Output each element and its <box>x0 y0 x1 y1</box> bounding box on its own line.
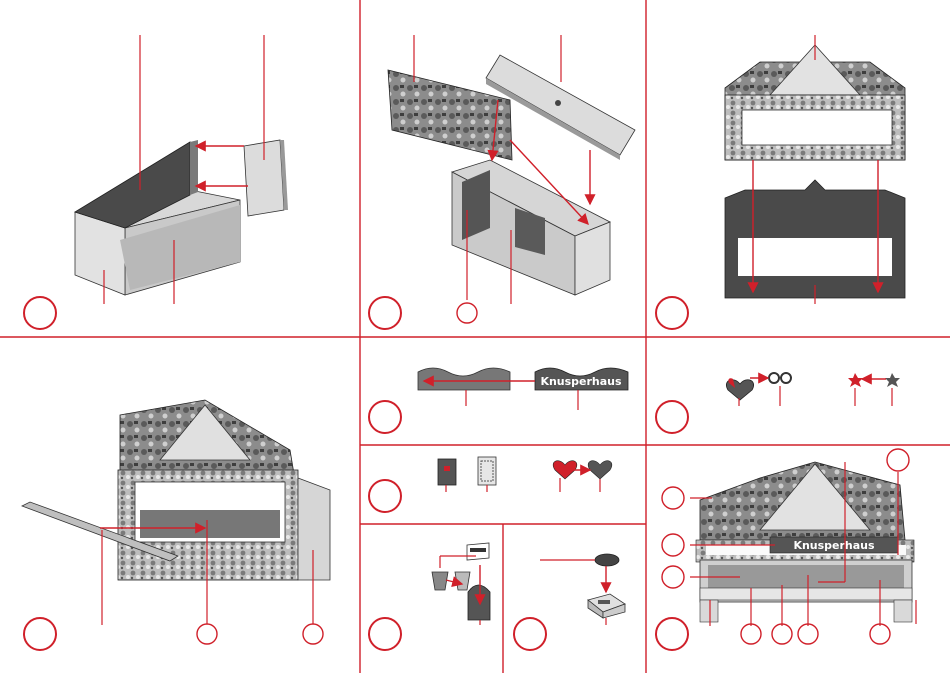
step-8-number-circle <box>369 618 401 650</box>
step-2-number-circle <box>369 297 401 329</box>
step-9-number-circle <box>514 618 546 650</box>
step-2-panel <box>369 35 635 329</box>
step-5-panel: Knusperhaus <box>369 368 628 433</box>
step-5-number-circle <box>369 401 401 433</box>
knusperhaus-sign-text: Knusperhaus <box>540 375 622 388</box>
step-4-number-circle <box>24 618 56 650</box>
step-6-panel <box>656 373 900 433</box>
step-8-panel <box>369 543 490 650</box>
step-7-number-circle <box>369 480 401 512</box>
step-1-number-circle <box>24 297 56 329</box>
step-1-panel <box>24 35 288 329</box>
step-4-panel <box>22 400 330 650</box>
step-9-panel <box>514 554 625 650</box>
step-6-number-circle <box>656 401 688 433</box>
step-10-number-circle <box>656 618 688 650</box>
step-3-panel <box>656 35 905 329</box>
step-10-panel: Knusperhaus <box>656 449 916 650</box>
knusperhaus-sign-text-assembled: Knusperhaus <box>793 539 875 552</box>
step-7-panel <box>369 457 612 512</box>
step-3-number-circle <box>656 297 688 329</box>
